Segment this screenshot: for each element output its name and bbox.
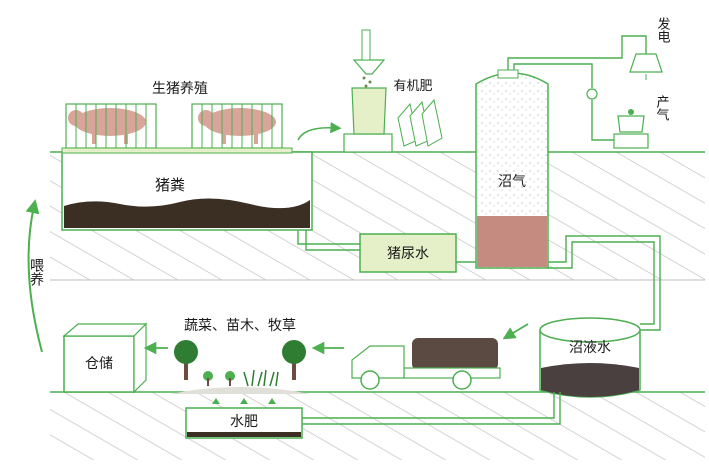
tree-icon — [282, 340, 306, 380]
arrow-slurry-to-truck — [502, 323, 529, 340]
biogas-label-line1: 沼气 — [498, 174, 526, 190]
digester-liquid — [477, 216, 547, 267]
stove-icon — [613, 109, 649, 149]
feed-arrow — [25, 199, 43, 353]
tanker-truck-icon — [351, 338, 501, 390]
manure-layer — [64, 198, 310, 228]
water-fertilizer-tank: 水肥 — [185, 392, 561, 439]
pig-pen-left — [65, 103, 157, 149]
lamp-icon — [629, 53, 663, 80]
organic-fertilizer-label: 有机肥 — [393, 79, 432, 94]
seedling-icon — [203, 371, 235, 386]
lower-ground — [50, 391, 705, 460]
water-fertilizer-label: 水肥 — [230, 414, 258, 430]
urine-water-tank: 猪尿水 — [359, 233, 476, 273]
valve-icon — [586, 88, 598, 100]
hopper-icon — [352, 59, 386, 75]
pig-pen-right — [191, 103, 283, 149]
manure-label: 猪粪 — [155, 176, 185, 194]
slurry-liquid — [541, 363, 639, 397]
gas-supply-label: 产气 — [654, 95, 670, 121]
pig-farming-label: 生猪养殖 — [152, 80, 208, 97]
crops-label: 蔬菜、苗木、牧草 — [184, 318, 296, 334]
fertilizer-machine — [343, 29, 393, 153]
pig-icon — [74, 108, 146, 136]
arrow-to-fertilizer — [297, 122, 342, 141]
feed-label: 喂养 — [28, 258, 44, 286]
pig-icon — [204, 108, 276, 136]
grass-icon — [243, 369, 279, 387]
tree-icon — [174, 340, 198, 380]
power-label-1: 发电 — [655, 16, 671, 43]
urine-water-label: 猪尿水 — [387, 246, 429, 262]
gas-pipe — [507, 35, 647, 141]
manure-pit: 猪粪 — [61, 151, 313, 231]
storage-label: 仓储 — [85, 356, 113, 372]
pit-to-urine-pipe — [297, 230, 360, 251]
fertilizer-bag-icon — [351, 87, 387, 135]
fertilizer-bags — [397, 98, 443, 147]
crop-field — [170, 340, 310, 394]
slurry-tank: 沼液水 — [539, 317, 641, 398]
biogas-digester: 沼气 — [475, 69, 549, 269]
storage-box: 仓储 — [62, 322, 148, 394]
slurry-label: 沼液水 — [569, 340, 611, 356]
slurry-pipe — [548, 235, 661, 331]
pen-floor — [61, 147, 293, 154]
